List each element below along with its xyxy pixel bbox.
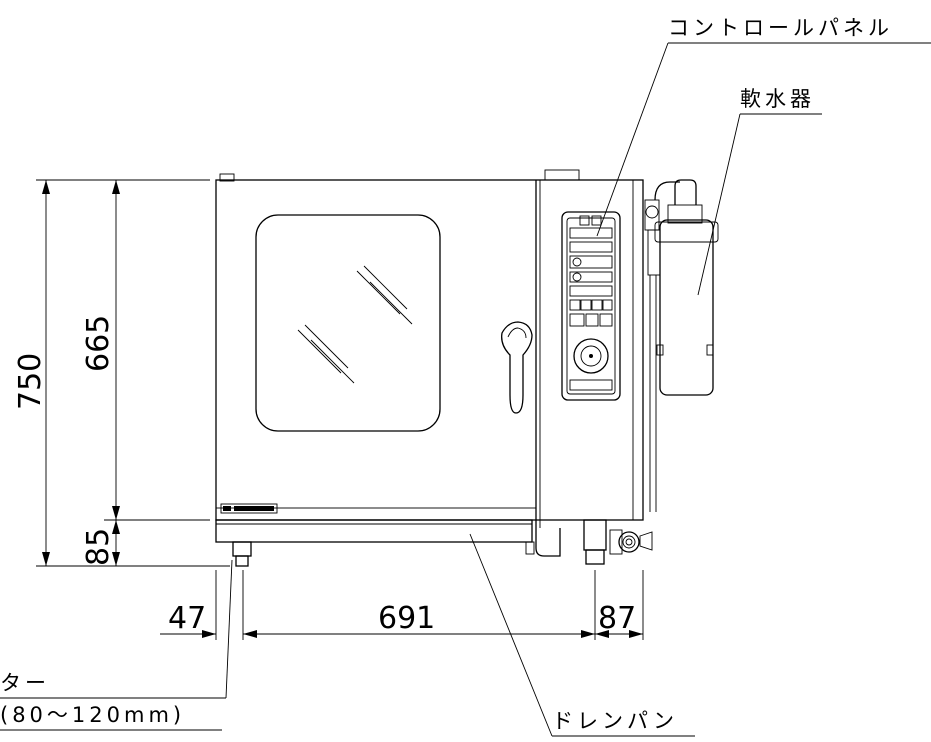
drain-pan-callout: ドレンパン <box>469 533 695 737</box>
dim-right-offset: 87 <box>598 601 636 636</box>
door-handle <box>501 321 533 414</box>
control-panel <box>561 211 621 401</box>
base-drain-pan <box>215 519 561 557</box>
vertical-dimensions <box>36 179 230 567</box>
control-panel-callout: コントロールパネル <box>596 16 931 237</box>
dim-leg-height: 85 <box>81 528 116 566</box>
legs <box>232 519 607 567</box>
label-caster-height: (80〜120mm) <box>0 703 185 727</box>
horizontal-dimensions <box>160 570 644 640</box>
dim-body-width: 691 <box>378 601 435 636</box>
dim-body-height: 665 <box>81 315 116 372</box>
water-softener-callout: 軟水器 <box>697 87 822 296</box>
label-drain-pan: ドレンパン <box>552 709 678 733</box>
dim-left-offset: 47 <box>168 601 206 636</box>
caster-callout: ター (80〜120mm) <box>0 559 233 731</box>
door-window <box>255 214 441 432</box>
label-water-softener: 軟水器 <box>740 87 815 111</box>
dim-total-height: 750 <box>13 353 48 410</box>
label-caster: ター <box>0 671 50 695</box>
label-control-panel: コントロールパネル <box>668 16 893 40</box>
water-softener-unit <box>609 179 719 555</box>
oven-body <box>215 169 644 528</box>
front-strip <box>215 503 537 521</box>
